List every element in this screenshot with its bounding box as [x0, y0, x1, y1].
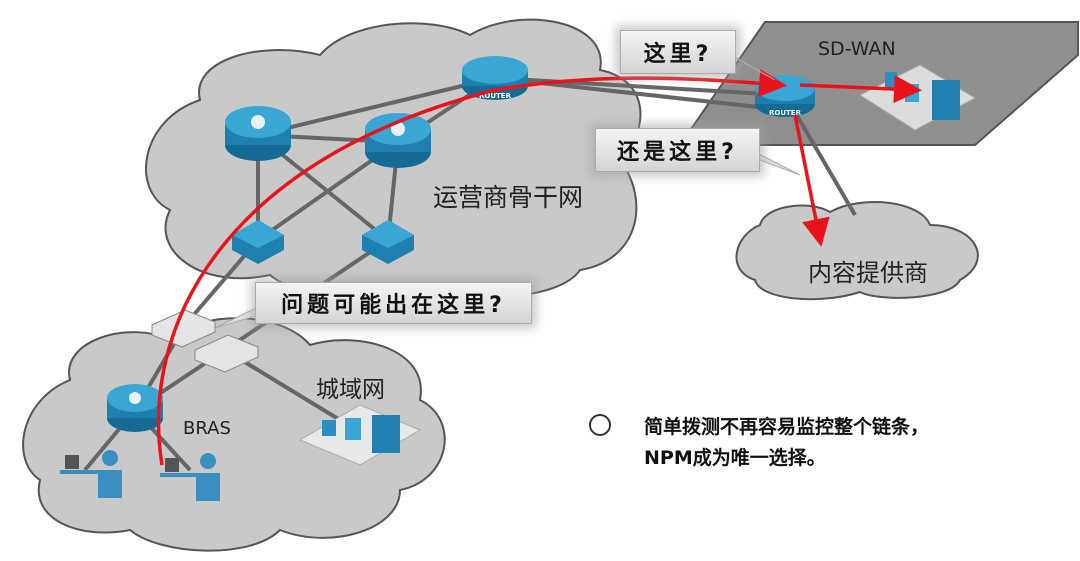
svg-text:ROUTER: ROUTER	[769, 109, 802, 117]
traffic-path	[156, 69, 787, 466]
router-backbone-right	[365, 113, 431, 168]
traffic-path-sdwan	[799, 75, 922, 104]
router-sdwan: ROUTER	[755, 75, 815, 117]
router-bras	[107, 384, 163, 432]
backbone-label: 运营商骨干网	[433, 183, 584, 212]
traffic-path-content	[793, 114, 830, 247]
bras-label: BRAS	[183, 418, 231, 439]
router-backbone-left	[225, 106, 291, 161]
callout-or-here: 还是这里?	[595, 128, 760, 172]
metro-cloud	[22, 317, 446, 552]
bullet-circle-icon	[589, 414, 611, 436]
user-icon	[160, 453, 220, 501]
user-icon	[60, 450, 122, 498]
note-line-2: NPM成为唯一选择。	[644, 447, 826, 469]
svg-text:ROUTER: ROUTER	[479, 92, 512, 100]
metro-device-1	[151, 309, 216, 348]
content-cloud	[735, 201, 979, 301]
metro-server-icon	[298, 404, 422, 466]
switch-right	[362, 220, 414, 264]
metro-label: 城域网	[316, 377, 385, 403]
callout-problem-here: 问题可能出在这里?	[255, 282, 532, 324]
sdwan-label: SD-WAN	[818, 38, 896, 60]
router-backbone-top: ROUTER	[462, 56, 528, 100]
note-text: 简单拨测不再容易监控整个链条， NPM成为唯一选择。	[644, 412, 929, 474]
callout-here: 这里?	[620, 30, 736, 74]
switch-left	[232, 220, 284, 264]
metro-device-2	[194, 334, 259, 373]
note-line-1: 简单拨测不再容易监控整个链条，	[644, 416, 930, 438]
content-provider-label: 内容提供商	[808, 259, 928, 287]
